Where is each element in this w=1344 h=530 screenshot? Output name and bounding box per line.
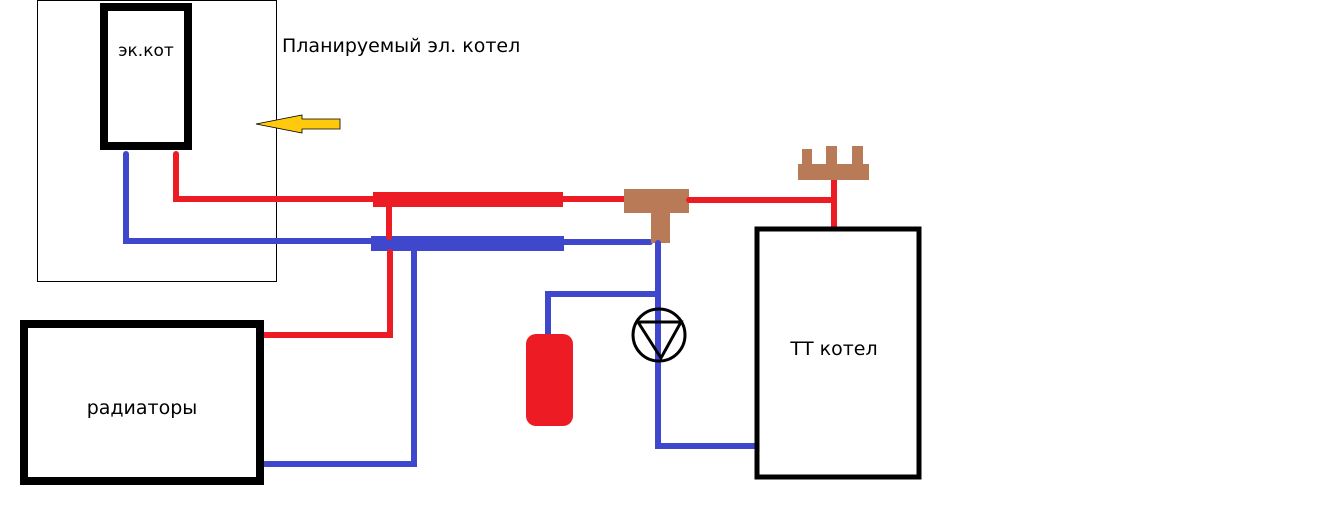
electric-boiler-label: эк.кот xyxy=(118,41,174,61)
solid-fuel-boiler xyxy=(754,226,922,480)
solid-fuel-boiler-label: ТТ котел xyxy=(789,338,877,360)
expansion-tank-pipe xyxy=(545,291,661,339)
radiator-return-pipe xyxy=(262,248,417,467)
radiators xyxy=(20,320,264,485)
expansion-tank xyxy=(526,334,573,426)
planned-zone-frame xyxy=(37,0,277,282)
tee-fitting xyxy=(624,189,689,243)
electric-boiler-supply-pipe xyxy=(173,151,383,202)
circulation-pump-icon xyxy=(631,307,687,363)
hydraulic-separator-supply xyxy=(373,192,563,207)
safety-group xyxy=(798,146,869,180)
electric-boiler-return-pipe xyxy=(123,151,383,244)
radiators-label: радиаторы xyxy=(87,397,198,419)
boiler-return-pipe xyxy=(655,240,757,449)
planned-boiler-note: Планируемый эл. котел xyxy=(282,35,520,57)
pump-direction-icon xyxy=(635,320,684,361)
arrow-left-icon xyxy=(255,114,341,134)
radiator-supply-pipe xyxy=(262,249,393,338)
hydraulic-separator-return xyxy=(371,236,564,251)
electric-boiler xyxy=(100,3,192,150)
